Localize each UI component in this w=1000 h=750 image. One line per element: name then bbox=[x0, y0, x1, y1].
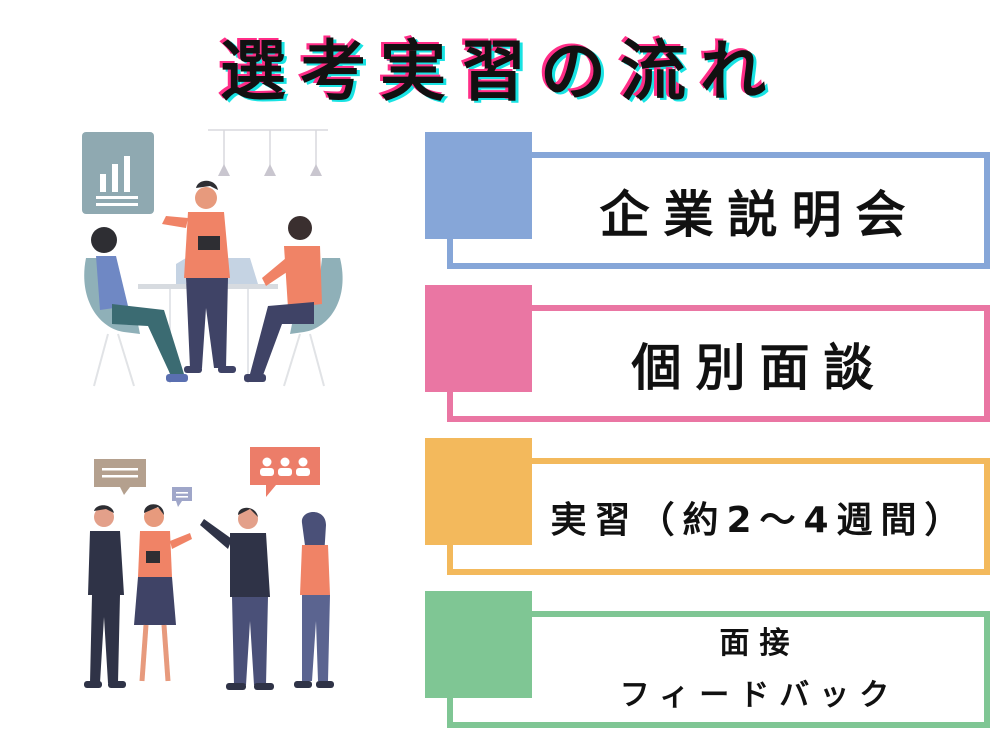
person-woman-skirt bbox=[134, 504, 192, 682]
person-man-seated bbox=[244, 216, 322, 382]
step-label: 面接 フィードバック bbox=[537, 617, 982, 722]
step-color-block bbox=[425, 285, 532, 392]
step-frame bbox=[447, 152, 990, 269]
step-label: 実習（約2〜4週間） bbox=[537, 464, 982, 569]
group-discussion-illustration bbox=[84, 447, 334, 690]
page-title: 選考実習の流れ bbox=[220, 33, 780, 110]
step-individual-interview: 個別面談 bbox=[425, 285, 990, 425]
step-internship: 実習（約2〜4週間） bbox=[425, 438, 990, 578]
step-color-block bbox=[425, 591, 532, 698]
step-frame bbox=[447, 611, 990, 728]
step-label: 個別面談 bbox=[537, 311, 982, 416]
small-chat-icon bbox=[172, 487, 192, 507]
step-label-text: 企業説明会 bbox=[599, 185, 920, 244]
ceiling-lamps bbox=[208, 129, 328, 176]
step-label-line1: 面接 bbox=[719, 625, 800, 661]
step-label: 企業説明会 bbox=[537, 158, 982, 263]
chart-board-icon bbox=[82, 132, 154, 214]
step-color-block bbox=[425, 438, 532, 545]
step-frame bbox=[447, 458, 990, 575]
person-woman-long-hair bbox=[294, 512, 334, 688]
person-woman-seated bbox=[91, 227, 188, 382]
team-meeting-illustration bbox=[82, 129, 343, 387]
person-man-gesturing bbox=[200, 507, 274, 690]
step-color-block bbox=[425, 132, 532, 239]
step-company-briefing: 企業説明会 bbox=[425, 132, 990, 272]
step-interview-feedback: 面接 フィードバック bbox=[425, 591, 990, 731]
group-chat-icon bbox=[250, 447, 320, 497]
step-label-text: 実習（約2〜4週間） bbox=[550, 499, 969, 541]
speech-bubble-icon bbox=[94, 459, 146, 495]
step-label-line2: フィードバック bbox=[619, 677, 900, 713]
person-presenter-standing bbox=[162, 180, 236, 373]
person-man-dark-suit bbox=[84, 505, 126, 688]
step-label-text: 個別面談 bbox=[631, 338, 888, 397]
